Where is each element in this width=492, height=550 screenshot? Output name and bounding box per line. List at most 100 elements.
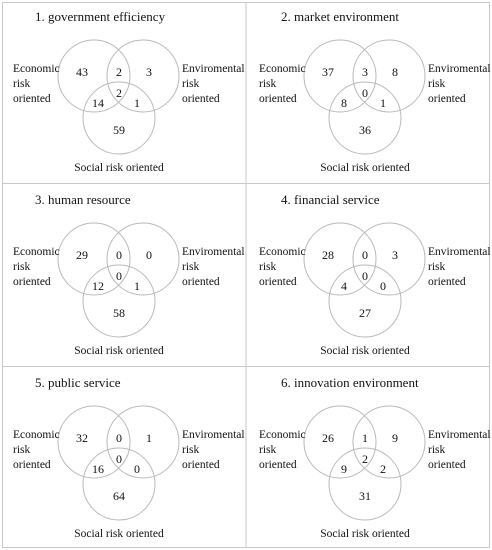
environmental-label-line-3: oriented [182,459,220,471]
economic-label-line-1: Economic [13,429,60,441]
count-all: 0 [362,269,368,283]
count-env-soc: 1 [134,96,140,110]
environmental-label-line-3: oriented [182,93,220,105]
environmental-label-line-2: risk [428,78,446,90]
environmental-label-line-2: risk [428,444,446,456]
count-econ-only: 29 [76,248,88,262]
count-all: 0 [116,269,122,283]
environmental-label-line-3: oriented [182,276,220,288]
count-econ-env: 0 [116,431,122,445]
environmental-label-line-2: risk [182,261,200,273]
count-all: 2 [362,452,368,466]
environmental-circle [352,405,426,479]
economic-circle [57,222,131,296]
environmental-label-line-2: risk [428,261,446,273]
count-soc-only: 31 [359,489,371,503]
economic-circle [57,405,131,479]
environmental-label-line-3: oriented [428,93,466,105]
environmental-label-line-2: risk [182,444,200,456]
social-circle [82,81,156,155]
environmental-circle [352,222,426,296]
economic-label-line-3: oriented [13,276,51,288]
economic-label-line-1: Economic [13,63,60,75]
count-all: 2 [116,86,122,100]
economic-label-line-1: Economic [259,429,306,441]
environmental-label-line-3: oriented [428,459,466,471]
count-env-only: 3 [392,248,398,262]
social-label: Social risk oriented [320,528,410,540]
count-env-soc: 1 [134,279,140,293]
count-env-only: 1 [146,431,152,445]
social-label: Social risk oriented [320,162,410,174]
social-circle [328,264,402,338]
count-econ-soc: 16 [92,462,104,476]
economic-circle [57,39,131,113]
environmental-label-line-3: oriented [428,276,466,288]
count-econ-env: 0 [362,248,368,262]
environmental-label-line-2: risk [182,78,200,90]
economic-circle [303,405,377,479]
count-econ-soc: 4 [341,279,347,293]
panel-title: 5. public service [35,375,121,390]
panel-title: 2. market environment [281,9,399,24]
social-label: Social risk oriented [74,528,164,540]
count-env-soc: 0 [134,462,140,476]
social-circle [82,264,156,338]
environmental-label-line-1: Enviromental [428,246,491,258]
count-env-soc: 2 [380,462,386,476]
count-all: 0 [362,86,368,100]
social-label: Social risk oriented [320,345,410,357]
economic-label-line-3: oriented [259,93,297,105]
economic-label-line-3: oriented [259,276,297,288]
environmental-circle [106,222,180,296]
count-econ-only: 37 [322,65,334,79]
count-soc-only: 58 [113,306,125,320]
environmental-label-line-1: Enviromental [182,246,245,258]
environmental-circle [106,405,180,479]
economic-label-line-2: risk [259,78,277,90]
count-env-soc: 0 [380,279,386,293]
count-econ-soc: 9 [341,462,347,476]
count-econ-env: 0 [116,248,122,262]
economic-label-line-1: Economic [259,246,306,258]
environmental-label-line-1: Enviromental [428,429,491,441]
economic-label-line-3: oriented [13,93,51,105]
social-label: Social risk oriented [74,345,164,357]
count-soc-only: 27 [359,306,371,320]
environmental-label-line-1: Enviromental [182,429,245,441]
economic-label-line-2: risk [259,444,277,456]
count-econ-soc: 14 [92,96,104,110]
count-econ-only: 43 [76,65,88,79]
social-circle [328,81,402,155]
economic-label-line-3: oriented [259,459,297,471]
environmental-label-line-1: Enviromental [182,63,245,75]
panel-title: 1. government efficiency [35,9,166,24]
venn-panel-6: 6. innovation environmentEconomicriskori… [259,375,491,540]
count-econ-env: 2 [116,65,122,79]
social-circle [82,447,156,521]
count-env-only: 0 [146,248,152,262]
count-econ-only: 32 [76,431,88,445]
economic-label-line-2: risk [259,261,277,273]
count-env-only: 3 [146,65,152,79]
count-econ-soc: 8 [341,96,347,110]
economic-label-line-1: Economic [13,246,60,258]
count-econ-soc: 12 [92,279,104,293]
count-soc-only: 64 [113,489,125,503]
venn-panel-4: 4. financial serviceEconomicriskoriented… [259,192,491,357]
environmental-circle [106,39,180,113]
economic-label-line-2: risk [13,78,31,90]
economic-label-line-2: risk [13,444,31,456]
count-env-soc: 1 [380,96,386,110]
count-all: 0 [116,452,122,466]
count-econ-only: 26 [322,431,334,445]
economic-label-line-2: risk [13,261,31,273]
count-econ-only: 28 [322,248,334,262]
environmental-label-line-1: Enviromental [428,63,491,75]
economic-label-line-1: Economic [259,63,306,75]
social-circle [328,447,402,521]
panel-title: 3. human resource [35,192,131,207]
